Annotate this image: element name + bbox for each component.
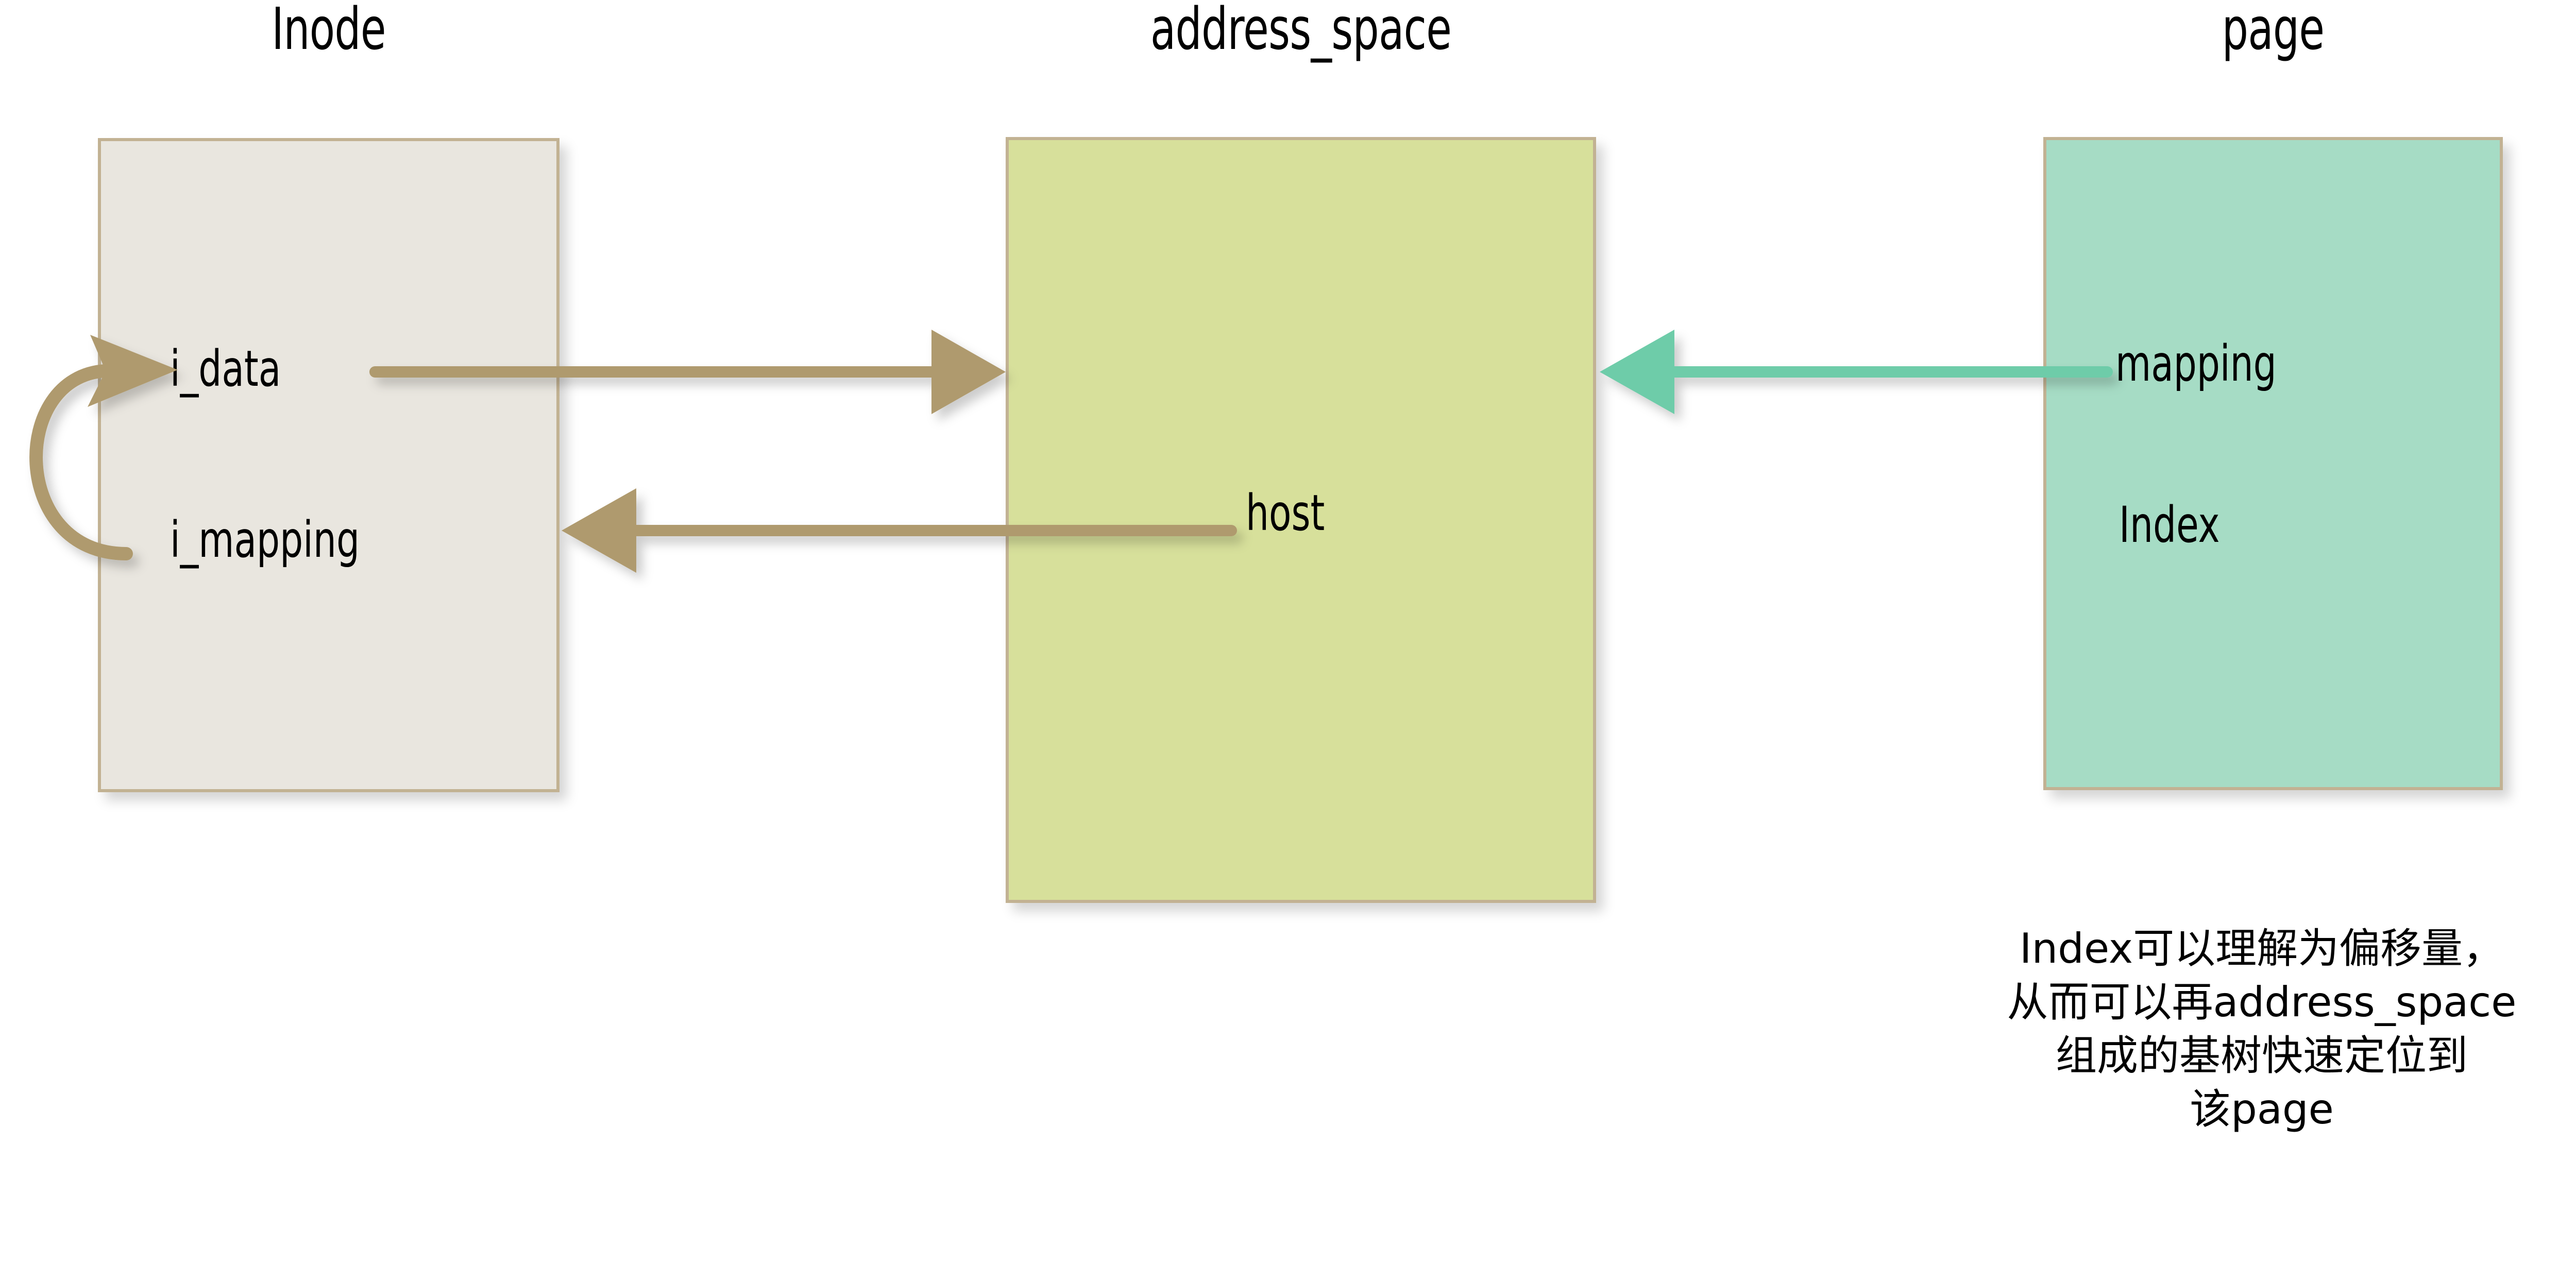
page-box [2043,137,2503,790]
field-label-host: host [1246,484,1325,542]
caption-line-4: 该page [1906,1083,2576,1136]
caption-line-4-latin: page [2231,1085,2334,1133]
page-box-title: page [2222,0,2325,63]
caption-line-4-cjk: 该 [2190,1085,2231,1133]
field-label-i-data: i_data [170,340,281,398]
inode-box-title: Inode [272,0,386,63]
caption-line-1: Index可以理解为偏移量， [1906,922,2576,976]
caption-line-2-latin: address_space [2213,978,2517,1026]
caption-line-2-cjk: 从而可以再 [2007,978,2213,1026]
inode-box [98,138,560,792]
caption-text: Index可以理解为偏移量， 从而可以再address_space 组成的基树快… [1906,922,2576,1136]
arrow-mapping-to-address-space [1600,330,2113,414]
address-space-box [1006,137,1596,903]
address-space-box-title: address_space [1150,0,1452,63]
caption-line-3-cjk: 组成的基树快速定位到 [2056,1032,2468,1080]
field-label-index: Index [2119,496,2220,554]
caption-line-1-cjk: 可以理解为偏移量， [2133,925,2504,972]
field-label-i-mapping: i_mapping [170,511,360,569]
caption-line-3: 组成的基树快速定位到 [1906,1029,2576,1083]
field-label-mapping: mapping [2115,335,2277,392]
caption-line-1-latin: Index [2019,925,2133,972]
caption-line-2: 从而可以再address_space [1906,976,2576,1029]
